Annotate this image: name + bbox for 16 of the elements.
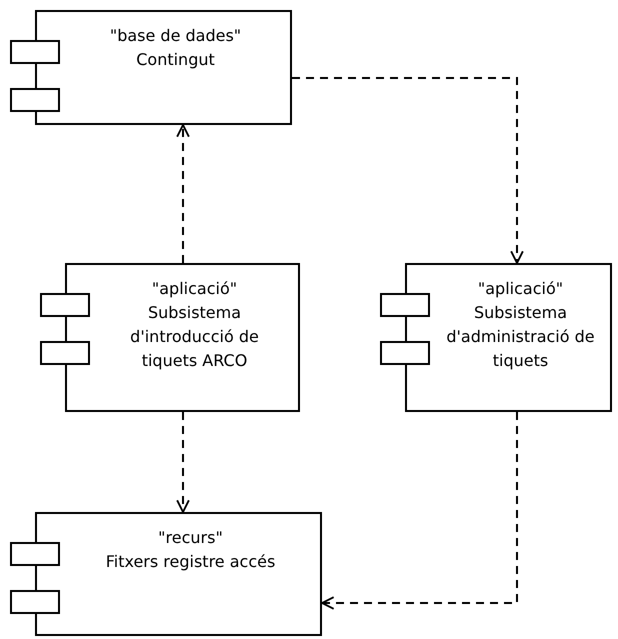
component-name: Contingut — [136, 49, 215, 71]
component-name: Subsistema d'administració de tiquets — [445, 302, 596, 372]
dependency-arrow — [321, 412, 518, 610]
dependency-arrow — [176, 124, 190, 263]
component-box — [35, 10, 292, 125]
stereotype-label: "aplicació" — [152, 278, 238, 300]
stereotype-label: "recurs" — [158, 527, 223, 549]
component-box — [35, 512, 322, 636]
dependency-arrow — [292, 77, 524, 264]
stereotype-label: "aplicació" — [478, 278, 564, 300]
dependency-arrow — [176, 412, 190, 513]
component-box — [65, 263, 300, 412]
component-name: Subsistema d'introducció de tiquets ARCO — [129, 302, 260, 372]
component-box — [405, 263, 612, 412]
stereotype-label: "base de dades" — [110, 25, 242, 47]
component-name: Fitxers registre accés — [106, 551, 276, 573]
